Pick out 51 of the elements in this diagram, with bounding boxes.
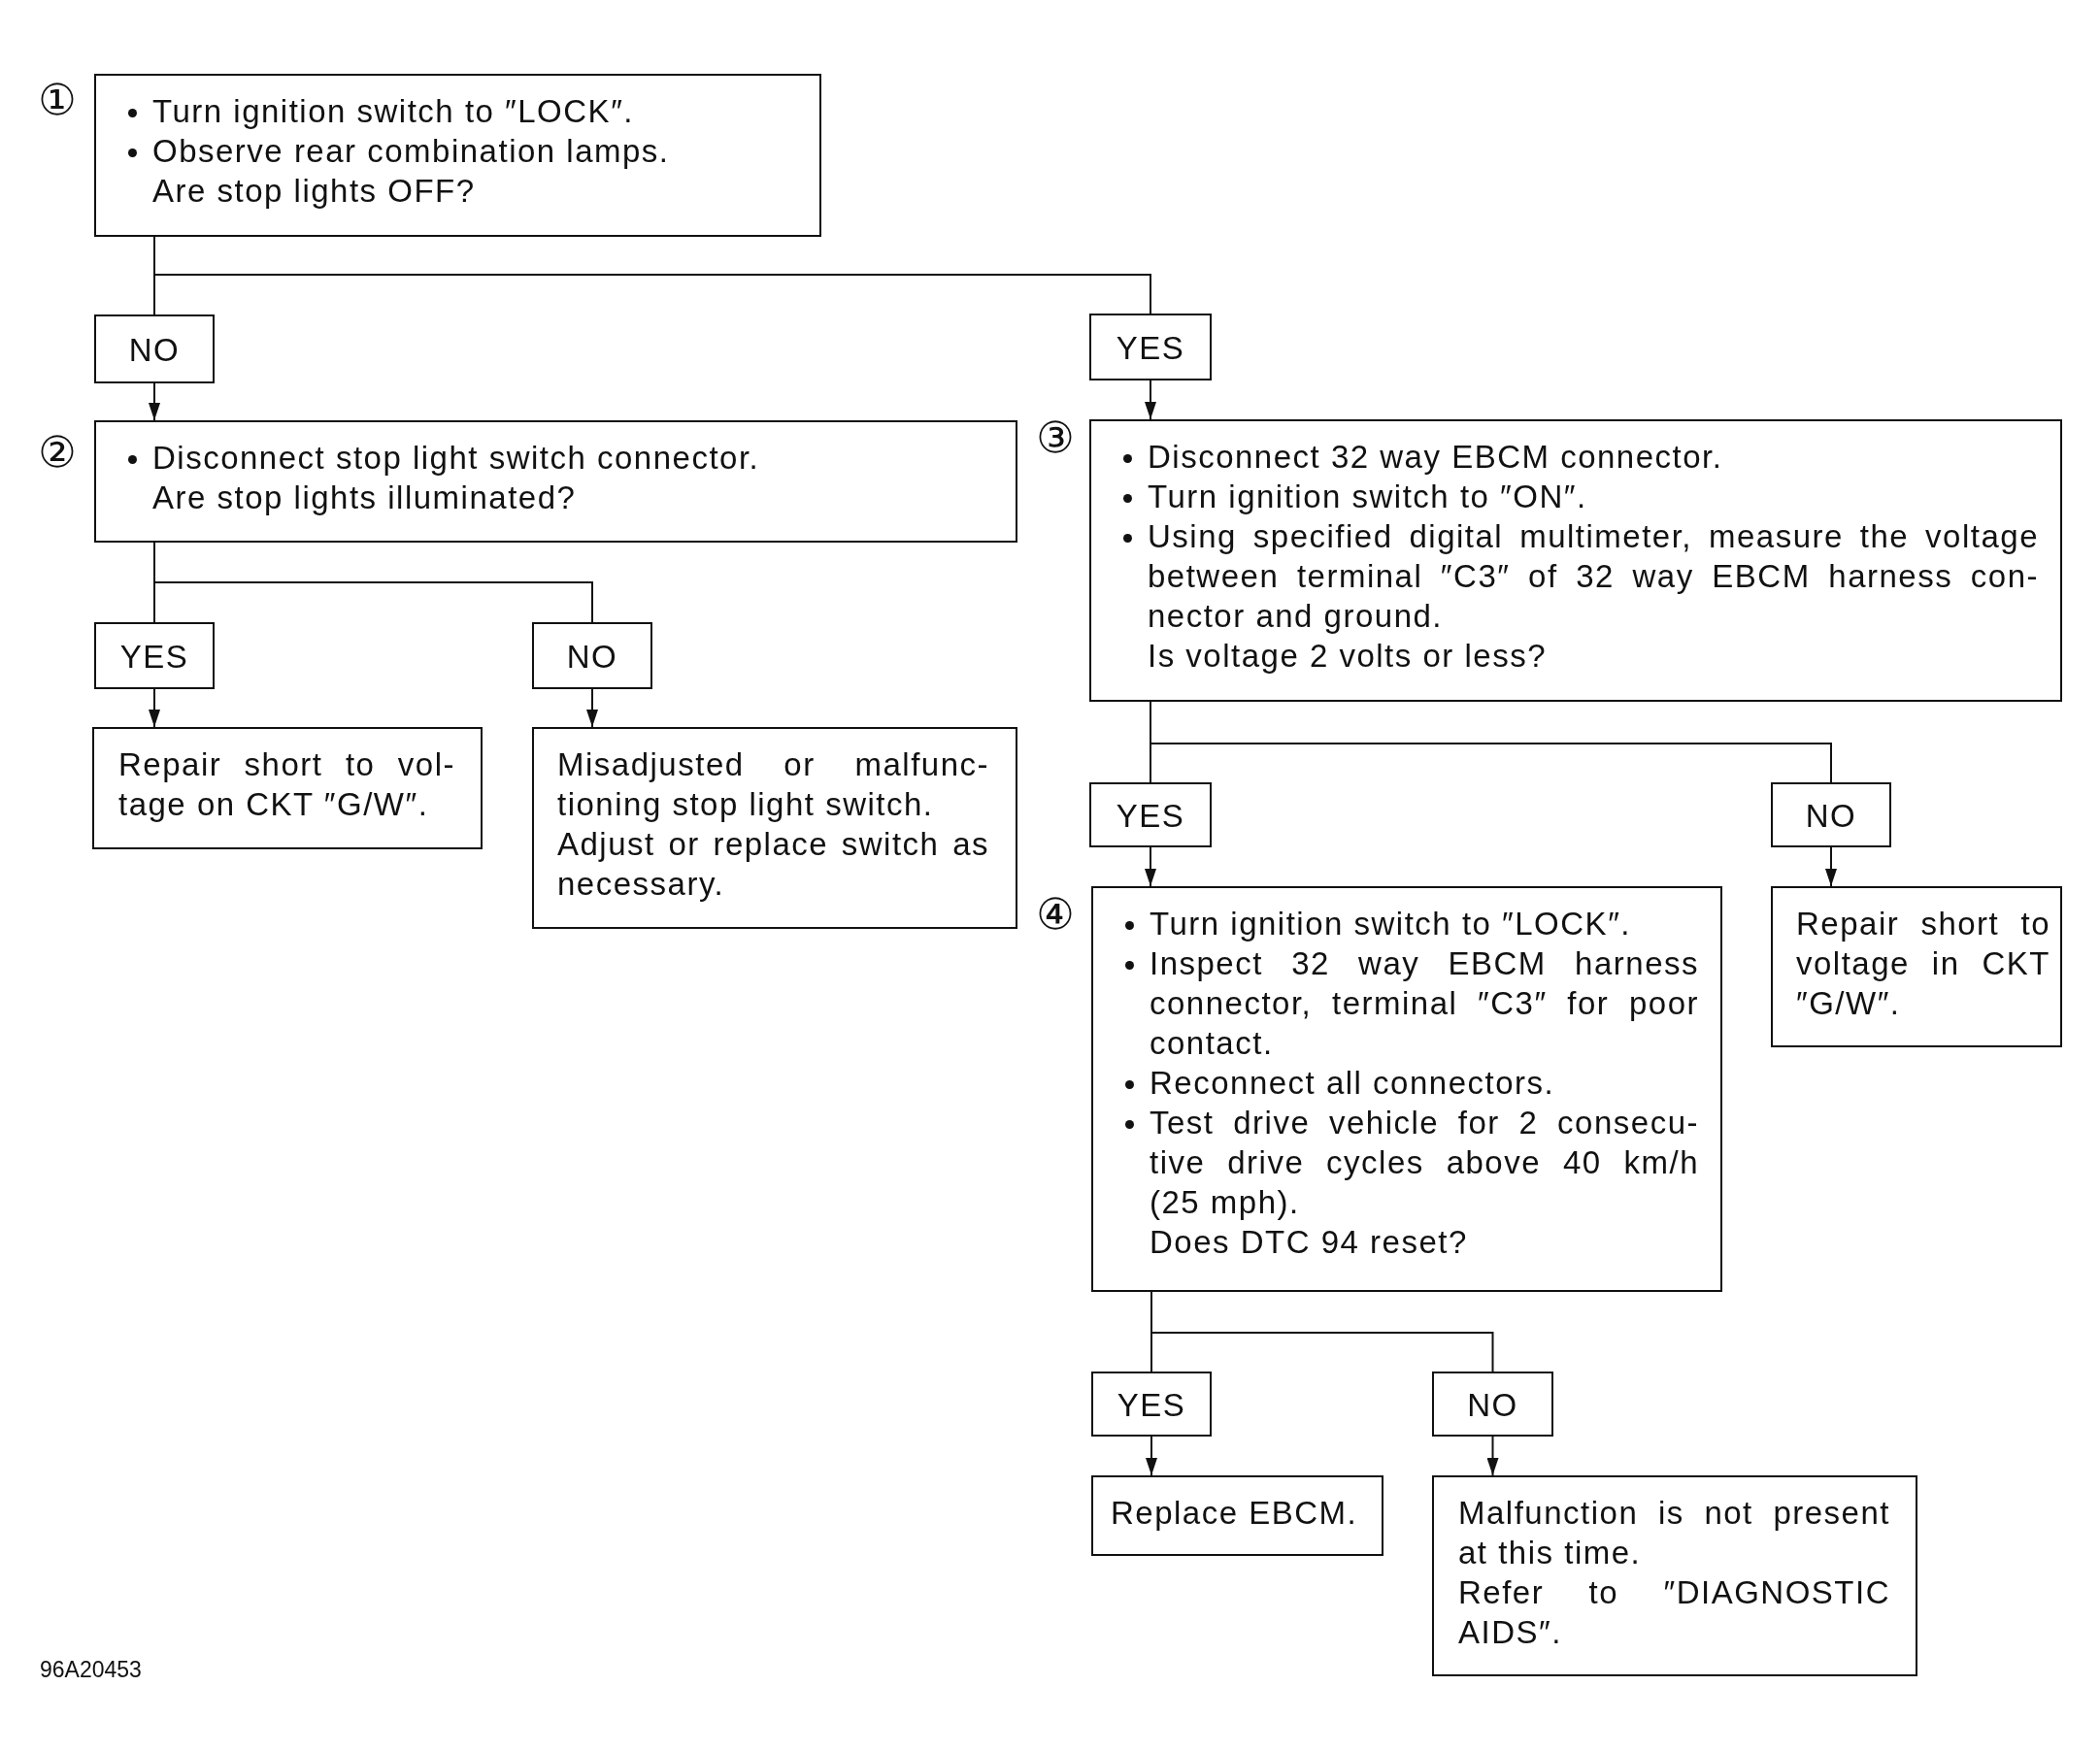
arrow xyxy=(149,382,160,421)
result-box xyxy=(532,727,1017,929)
result-text: Repair short to vol- tage on CKT ″G/W″. xyxy=(118,745,455,824)
result-box xyxy=(1091,1475,1383,1556)
question-text: Is voltage 2 volts or less? xyxy=(1148,637,1548,676)
step-number: ④ xyxy=(1035,891,1076,938)
result-box xyxy=(1771,886,2062,1047)
arrow xyxy=(1486,1436,1499,1476)
result-text: Repair short to voltage in CKT ″G/W″. xyxy=(1796,905,2050,1023)
instruction-item: Disconnect stop light switch connector. xyxy=(123,438,994,478)
branch-tag: NO xyxy=(1432,1372,1553,1437)
instruction-item: Inspect 32 way EBCM harness connector, terminal ″C3″ for poor contact. xyxy=(1120,943,1699,1063)
question-text: Does DTC 94 reset? xyxy=(1150,1223,1469,1262)
instruction-item: Using specified digital multimeter, measure the voltage between terminal ″C3″ of 32 way EBCM harness con- nector and ground. xyxy=(1118,516,2039,636)
step-box xyxy=(94,74,821,237)
result-text: Adjust or replace switch as necessary. xyxy=(557,825,989,904)
question-text: Are stop lights OFF? xyxy=(152,172,477,211)
branch-tag: NO xyxy=(532,622,652,689)
result-text: Replace EBCM. xyxy=(1111,1494,1359,1533)
instruction-item: Reconnect all connectors. xyxy=(1120,1063,1699,1103)
result-text: Misadjusted or malfunc- tioning stop light switch. xyxy=(557,745,989,824)
result-text: Malfunction is not present at this time. xyxy=(1458,1494,1890,1572)
step-box xyxy=(1091,886,1722,1292)
branch-tag: NO xyxy=(1771,782,1891,847)
arrow xyxy=(1146,1436,1157,1476)
instruction-item: Turn ignition switch to ″ON″. xyxy=(1118,477,2039,516)
branch-tag: YES xyxy=(94,622,215,689)
arrow xyxy=(1145,380,1156,420)
question-text: Are stop lights illuminated? xyxy=(152,479,578,517)
branch-tag: YES xyxy=(1089,782,1212,847)
instruction-item: Disconnect 32 way EBCM connector. xyxy=(1118,437,2039,477)
result-box xyxy=(92,727,483,849)
result-box xyxy=(1432,1475,1917,1676)
step-box xyxy=(1089,419,2062,702)
instruction-item: Turn ignition switch to ″LOCK″. xyxy=(123,91,798,131)
branch-tag: YES xyxy=(1091,1372,1212,1437)
step-number: ② xyxy=(37,429,78,476)
figure-code: 96A20453 xyxy=(40,1656,142,1683)
branch-tag: NO xyxy=(94,314,215,383)
step-box xyxy=(94,420,1017,543)
instruction-item: Turn ignition switch to ″LOCK″. xyxy=(1120,904,1699,943)
arrow xyxy=(149,688,160,728)
step-number: ① xyxy=(37,77,78,123)
result-text: Refer to ″DIAGNOSTIC AIDS″. xyxy=(1458,1573,1890,1652)
instruction-item: Observe rear combination lamps. xyxy=(123,131,798,171)
branch-tag: YES xyxy=(1089,314,1212,380)
instruction-item: Test drive vehicle for 2 consecu- tive drive cycles above 40 km/h (25 mph). xyxy=(1120,1103,1699,1222)
arrow xyxy=(586,688,598,728)
step-number: ③ xyxy=(1035,414,1076,461)
arrow xyxy=(1145,846,1156,887)
arrow xyxy=(1825,846,1837,887)
